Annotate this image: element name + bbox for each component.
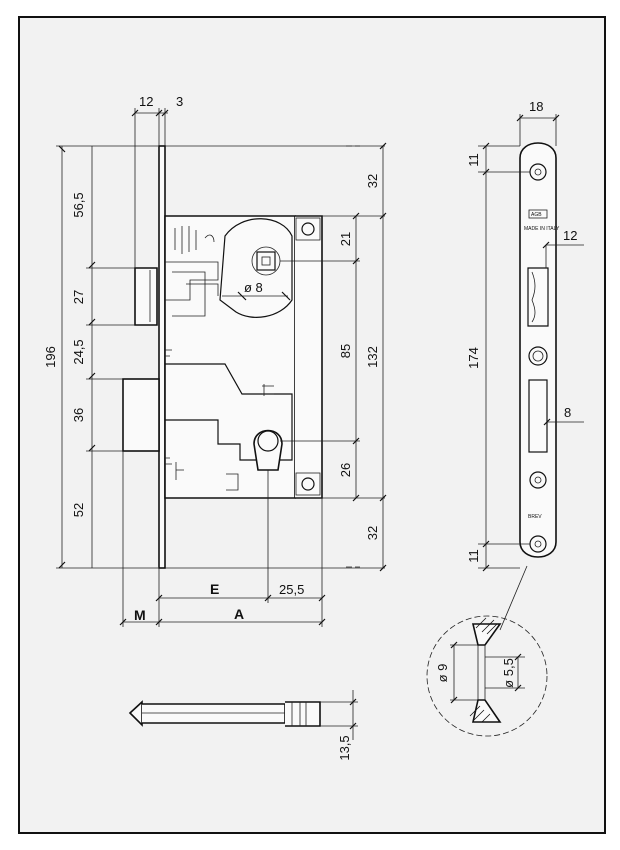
- cylinder-cam-area: [165, 349, 293, 491]
- dim-32-top: 32: [365, 174, 380, 188]
- dim-12-top: 12: [139, 94, 153, 109]
- spindle-pin: [128, 700, 321, 727]
- plate-logo: AGB: [531, 212, 542, 218]
- label-a: A: [234, 606, 244, 622]
- dim-13-5: 13,5: [337, 735, 352, 760]
- dim-21: 21: [338, 232, 353, 246]
- latch-bolt: [134, 267, 158, 326]
- dim-36: 36: [71, 408, 86, 422]
- plate-made-in-italy: MADE IN ITALY: [524, 226, 560, 232]
- dim-11-top: 11: [466, 153, 481, 167]
- dim-174: 174: [466, 347, 481, 369]
- dim-26: 26: [338, 463, 353, 477]
- dim-52: 52: [71, 503, 86, 517]
- faceplate: [158, 145, 166, 569]
- dim-dia-5-5: ø 5,5: [501, 658, 516, 688]
- dim-56-5: 56,5: [71, 192, 86, 217]
- dim-dia-9: ø 9: [435, 664, 450, 683]
- plate-brev: BREV: [528, 514, 542, 520]
- dim-dia-8: ø 8: [244, 280, 263, 295]
- label-e: E: [210, 581, 219, 597]
- hole-detail: [426, 615, 548, 737]
- dim-18: 18: [529, 99, 543, 114]
- dim-12-right: 12: [563, 228, 577, 243]
- label-m: M: [134, 607, 146, 623]
- dim-32-bot: 32: [365, 526, 380, 540]
- dim-25-5: 25,5: [279, 582, 304, 597]
- dim-196: 196: [43, 346, 58, 368]
- dim-132: 132: [365, 346, 380, 368]
- dim-27: 27: [71, 290, 86, 304]
- dim-8-right: 8: [564, 405, 571, 420]
- dim-24-5: 24,5: [71, 339, 86, 364]
- dead-bolt: [122, 378, 160, 452]
- lock-case: [164, 215, 323, 499]
- faceplate-front: [519, 142, 557, 558]
- dim-3-top: 3: [176, 94, 183, 109]
- dim-85: 85: [338, 344, 353, 358]
- dim-11-bot: 11: [466, 549, 481, 563]
